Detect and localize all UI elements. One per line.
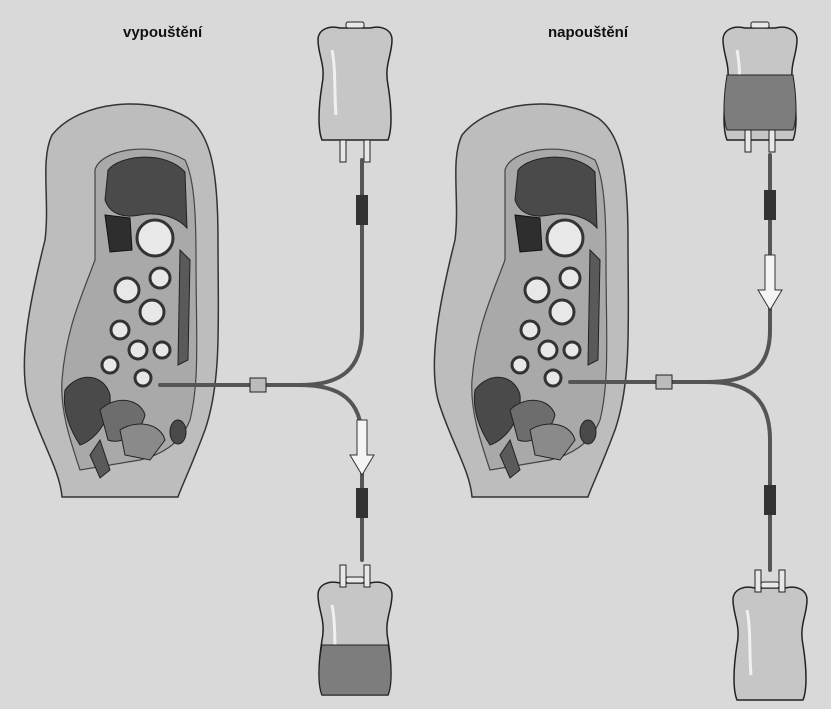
- fresh-bag-left: [318, 22, 392, 162]
- connector-right: [656, 375, 672, 389]
- body-cross-section-right: [434, 104, 628, 497]
- clamp-top-left: [356, 195, 368, 225]
- clamp-bottom-right: [764, 485, 776, 515]
- clamp-top-right: [764, 190, 776, 220]
- flow-arrow-fill: [758, 255, 782, 310]
- fresh-bag-right: [723, 22, 797, 152]
- connector-left: [250, 378, 266, 392]
- body-cross-section-left: [24, 104, 218, 497]
- flow-arrow-drain: [350, 420, 374, 475]
- drain-bag-left: [318, 565, 392, 695]
- clamp-bottom-left: [356, 488, 368, 518]
- drain-bag-right: [733, 570, 807, 700]
